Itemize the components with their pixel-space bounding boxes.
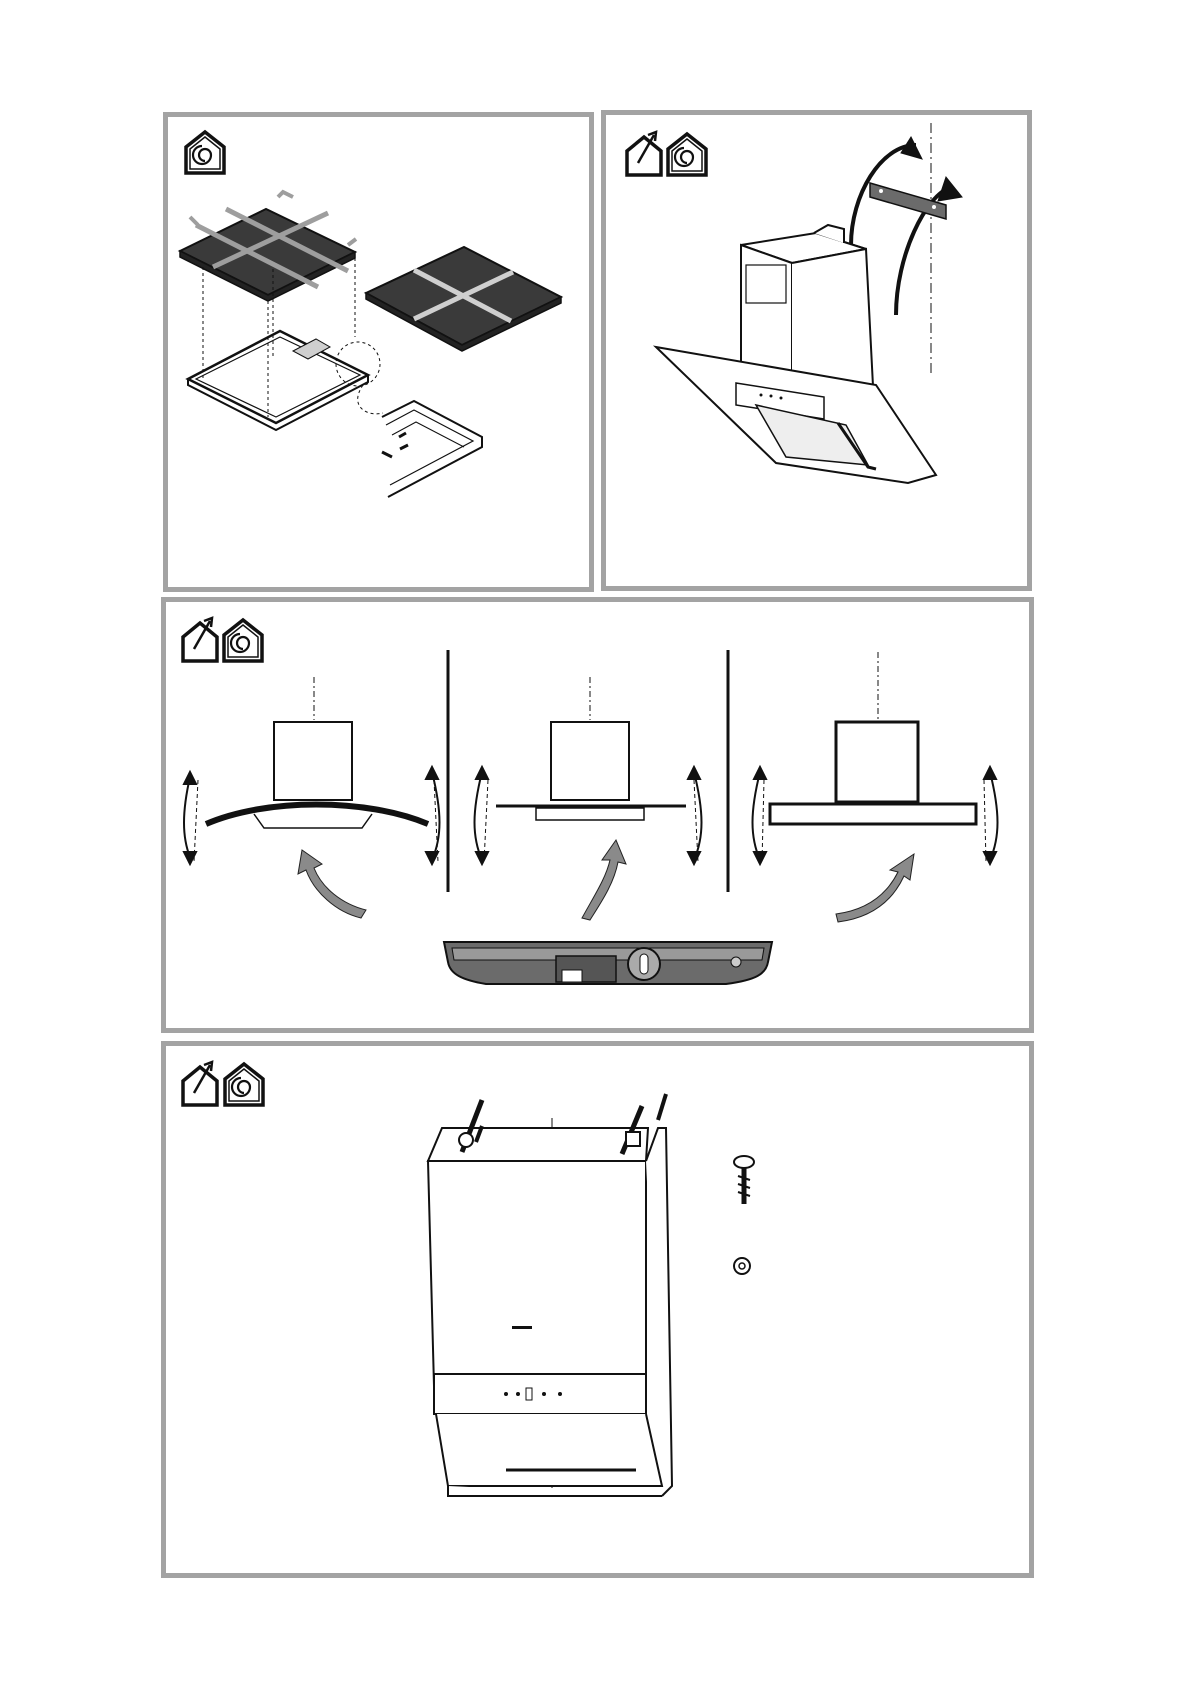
control-unit — [444, 942, 772, 984]
carbon-filter-right — [366, 247, 561, 351]
screw-part — [734, 1156, 754, 1204]
selection-arrows — [298, 840, 914, 922]
recirculation-mode-icon — [224, 620, 262, 661]
wall-mounting-illustration — [166, 1046, 1029, 1573]
variant-curved-hood — [194, 677, 438, 862]
extraction-mode-icon — [183, 618, 217, 661]
recirculation-mode-icon — [186, 132, 224, 173]
frame-corner-detail — [382, 401, 482, 497]
panel-hood-levelling — [161, 597, 1034, 1033]
variant-box-hood — [762, 652, 986, 862]
recirculation-mode-icon — [668, 134, 706, 175]
wall-bracket — [870, 183, 946, 219]
panel-carbon-filter — [163, 112, 594, 592]
panel-chimney-bracket — [601, 110, 1032, 591]
filter-frame — [188, 331, 368, 430]
panel-wall-mounting — [161, 1041, 1034, 1578]
hood-body-front — [428, 1128, 672, 1496]
extraction-mode-icon — [183, 1062, 217, 1105]
variant-flat-glass-hood — [484, 677, 698, 862]
extraction-mode-icon — [627, 132, 661, 175]
carbon-filter-top — [180, 192, 356, 301]
recirculation-mode-icon — [225, 1064, 263, 1105]
chimney-bracket-illustration — [606, 115, 1027, 586]
wall-plug-part — [734, 1258, 750, 1274]
carbon-filter-illustration — [168, 117, 589, 587]
hood-levelling-illustration — [166, 602, 1029, 1028]
